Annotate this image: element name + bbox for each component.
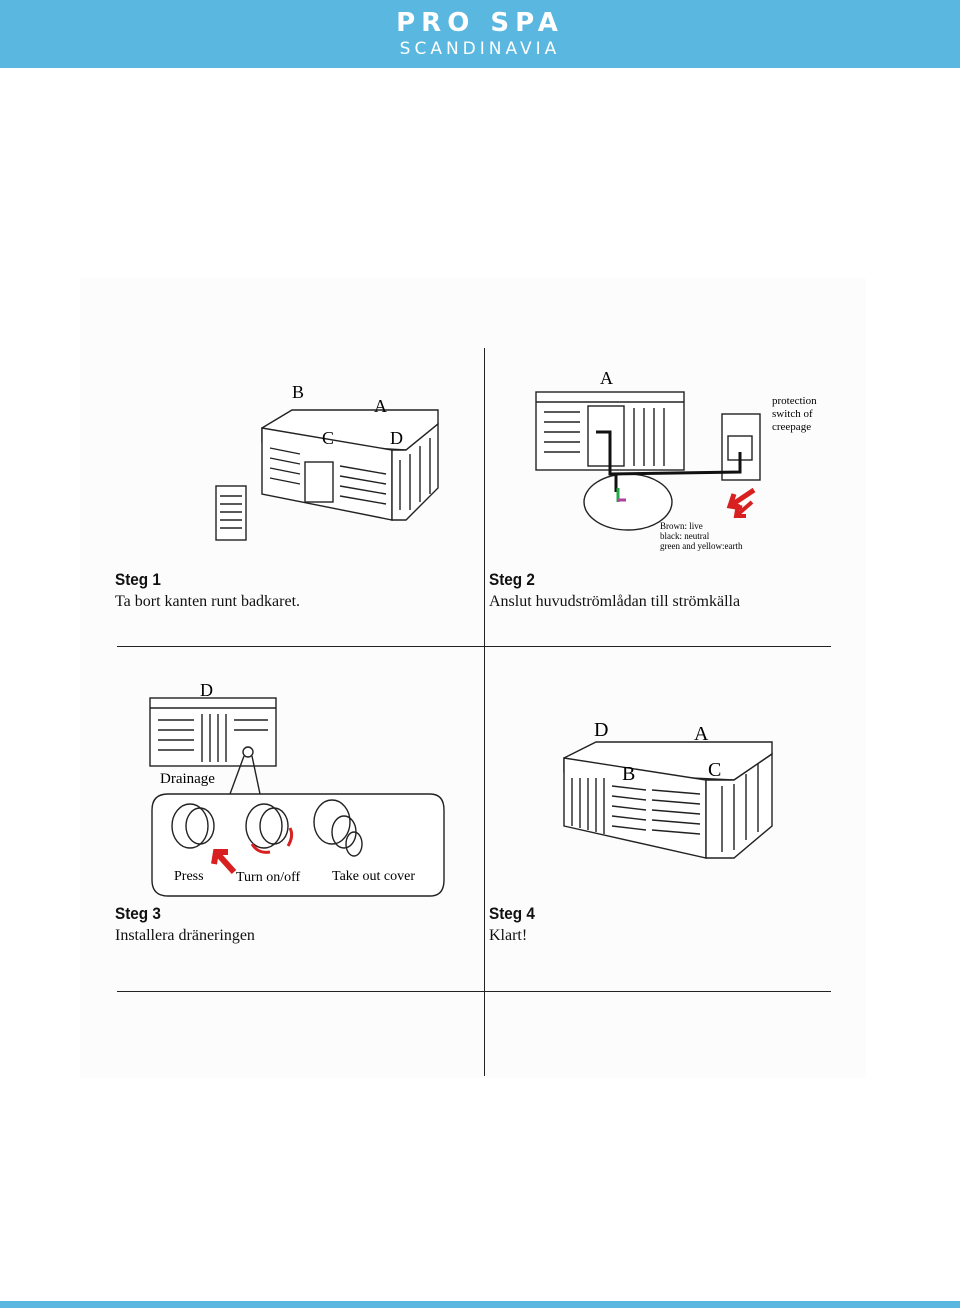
step1-title: Steg 1: [115, 570, 161, 589]
divider-horizontal-top: [117, 646, 831, 647]
step4-label-d: D: [594, 719, 608, 741]
brand-logo: PRO SPA SCANDINAVIA: [370, 8, 590, 62]
divider-horizontal-bottom: [117, 991, 831, 992]
step4-label-a: A: [694, 723, 709, 745]
step1-label-c: C: [322, 428, 334, 448]
footer-bar: [0, 1301, 960, 1308]
step3-illustration: D Drainage Press Turn on/off Take out co…: [149, 680, 445, 897]
logo-text-scandinavia: SCANDINAVIA: [399, 39, 561, 59]
step4-label-c: C: [708, 759, 721, 781]
step4-title: Steg 4: [489, 904, 535, 923]
step2-title: Steg 2: [489, 570, 535, 589]
header-bar: PRO SPA SCANDINAVIA: [0, 0, 960, 68]
step3-description: Installera dräneringen: [115, 927, 255, 944]
step1-label-b: B: [292, 382, 304, 402]
step4-illustration: D A B C: [563, 719, 773, 859]
instruction-panel: [80, 278, 866, 1078]
step3-label-turn: Turn on/off: [236, 870, 301, 885]
step1-illustration: B A C D: [215, 382, 439, 541]
step2-label-a: A: [600, 368, 613, 388]
step2-protection-line1: protection: [772, 395, 817, 407]
step2-wire-green: green and yellow:earth: [660, 541, 743, 551]
step2-description: Anslut huvudströmlådan till strömkälla: [489, 593, 741, 610]
step1-label-a: A: [374, 396, 387, 416]
step2-wire-black: black: neutral: [660, 531, 710, 541]
logo-text-prospa: PRO SPA: [396, 8, 564, 38]
divider-vertical: [484, 348, 485, 1076]
step3-label-d: D: [200, 680, 213, 700]
step4-description: Klart!: [489, 927, 528, 944]
step1-label-d: D: [390, 428, 403, 448]
step3-title: Steg 3: [115, 904, 161, 923]
step1-description: Ta bort kanten runt badkaret.: [115, 593, 301, 610]
step3-label-takeout: Take out cover: [332, 869, 415, 884]
step2-illustration: A protection switch of creepage Brown: l…: [535, 368, 817, 551]
step2-protection-line2: switch of: [772, 408, 813, 420]
step4-label-b: B: [622, 763, 635, 785]
step3-label-press: Press: [174, 869, 204, 884]
step2-protection-line3: creepage: [772, 421, 811, 433]
step2-wire-brown: Brown: live: [660, 521, 703, 531]
step3-label-drainage: Drainage: [160, 771, 215, 787]
